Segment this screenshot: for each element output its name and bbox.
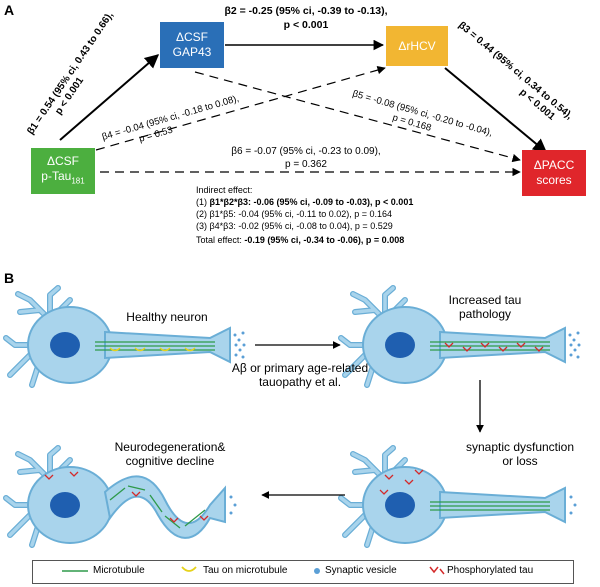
- indirect-row1: (1) β1*β2*β3: -0.06 (95% ci, -0.09 to -0…: [196, 196, 413, 208]
- box-csf-gap43-line2: GAP43: [172, 45, 212, 59]
- caption-healthy: Healthy neuron: [126, 310, 208, 324]
- neuron-increased-tau: [341, 288, 581, 385]
- box-csf-ptau-line1: ΔCSF: [46, 153, 79, 168]
- box-pacc: ΔPACC scores: [522, 150, 586, 196]
- tau-on-microtubule-icon: [109, 347, 196, 352]
- arrow-b1: [59, 54, 160, 141]
- legend: Microtubule Tau on microtubule Synaptic …: [32, 560, 574, 584]
- indirect-row2: (2) β1*β5: -0.04 (95% ci, -0.11 to 0.02)…: [196, 209, 393, 219]
- arrow-b3: [444, 67, 548, 153]
- caption-increased-line2: pathology: [458, 307, 512, 321]
- total-effect-bold: -0.19 (95% ci, -0.34 to -0.06), p = 0.00…: [244, 235, 405, 245]
- synaptic-vesicles: [233, 331, 246, 359]
- caption-synaptic-line2: or loss: [502, 454, 538, 468]
- legend-vesicle-label: Synaptic vesicle: [325, 565, 397, 576]
- legend-tau-label: Tau on microtubule: [203, 565, 288, 576]
- caption-abeta-line1: Aβ or primary age-related: [231, 361, 369, 375]
- indirect-title: Indirect effect:: [196, 185, 253, 195]
- panel-a-label: A: [4, 2, 15, 18]
- box-pacc-line2: scores: [536, 173, 572, 187]
- label-b6: β6 = -0.07 (95% ci, -0.23 to 0.09), p = …: [231, 146, 380, 170]
- caption-neurodegeneration: Neurodegeneration& cognitive decline: [100, 440, 240, 468]
- legend-ptau-icon: [429, 566, 445, 575]
- label-b2: β2 = -0.25 (95% ci, -0.39 to -0.13), p <…: [224, 5, 387, 31]
- box-rhcv-line1: ΔrHCV: [398, 38, 436, 53]
- caption-abeta: Aβ or primary age-related tauopathy et a…: [220, 361, 380, 389]
- box-csf-ptau-line2-text: p-Tau: [41, 168, 72, 183]
- legend-vesicle-icon: [314, 568, 320, 574]
- caption-increased-tau: Increased tau pathology: [430, 293, 540, 321]
- nucleus-icon: [50, 332, 80, 358]
- indirect-row1-prefix: (1): [196, 197, 210, 207]
- total-effect-prefix: Total effect:: [196, 235, 245, 245]
- legend-tau-icon: [181, 566, 197, 572]
- caption-synaptic: synaptic dysfunction or loss: [455, 440, 585, 468]
- box-csf-ptau: ΔCSF p-Tau181: [31, 148, 95, 194]
- box-pacc-line1: ΔPACC: [533, 158, 575, 172]
- panel-b-label: B: [4, 270, 15, 286]
- label-b6-line2: p = 0.362: [285, 159, 327, 170]
- caption-synaptic-line1: synaptic dysfunction: [465, 440, 575, 454]
- box-csf-ptau-line2: p-Tau181: [41, 169, 84, 188]
- indirect-row1-bold: β1*β2*β3: -0.06 (95% ci, -0.09 to -0.03)…: [209, 197, 414, 207]
- total-effect: Total effect: -0.19 (95% ci, -0.34 to -0…: [196, 234, 413, 246]
- caption-neuro-line1: Neurodegeneration&: [114, 440, 226, 454]
- neuron-healthy: [6, 288, 246, 385]
- box-csf-gap43: ΔCSF GAP43: [160, 22, 224, 68]
- caption-abeta-line2: tauopathy et al.: [258, 375, 342, 389]
- label-b2-line2: p < 0.001: [284, 19, 329, 31]
- caption-increased-line1: Increased tau: [448, 293, 522, 307]
- neuron-neurodegeneration: [6, 448, 237, 545]
- caption-neuro-line2: cognitive decline: [125, 454, 215, 468]
- legend-ptau-label: Phosphorylated tau: [447, 565, 534, 576]
- box-rhcv: ΔrHCV: [386, 26, 448, 66]
- label-b6-line1: β6 = -0.07 (95% ci, -0.23 to 0.09),: [231, 146, 380, 157]
- box-csf-gap43-line1: ΔCSF: [175, 30, 208, 44]
- neuron-synaptic-dysfunction: [341, 448, 577, 545]
- box-csf-ptau-subscript: 181: [71, 176, 85, 186]
- indirect-row3: (3) β4*β3: -0.02 (95% ci, -0.08 to 0.04)…: [196, 221, 393, 231]
- label-b2-line1: β2 = -0.25 (95% ci, -0.39 to -0.13),: [224, 5, 387, 17]
- arrow-b5: [194, 71, 521, 163]
- legend-microtubule-label: Microtubule: [93, 565, 145, 576]
- phosphorylated-tau-marks: [444, 342, 544, 352]
- arrow-b4: [95, 66, 386, 151]
- indirect-effects: Indirect effect: (1) β1*β2*β3: -0.06 (95…: [196, 184, 413, 246]
